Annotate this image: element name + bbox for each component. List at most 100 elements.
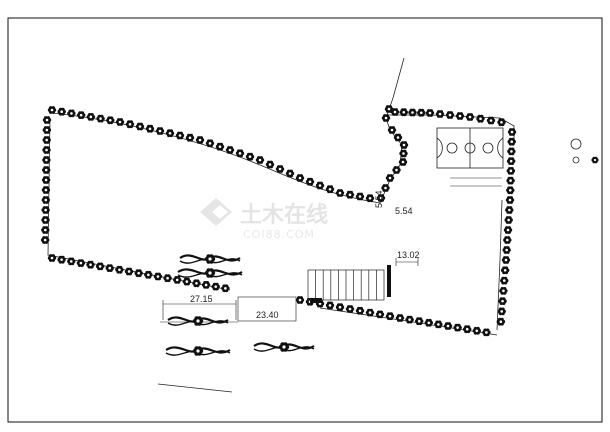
tree-symbol-icon (424, 318, 433, 327)
benches (310, 265, 391, 303)
tree-symbol-icon (57, 107, 66, 116)
tree-symbol-icon (155, 127, 165, 135)
tree-symbol-icon (497, 307, 506, 316)
tree-symbol-icon (506, 176, 515, 185)
tree-symbol-icon (498, 297, 507, 305)
tree-symbol-icon (434, 320, 443, 329)
dimension-label-3: 23.40 (256, 310, 279, 320)
watermark: 土木在线 COI88.COM (200, 198, 328, 241)
tree-symbol-icon (463, 325, 472, 334)
tree-symbol-icon (245, 152, 255, 161)
tree-symbol-icon (399, 141, 409, 149)
tree-symbol-icon (76, 259, 86, 267)
tree-symbol-icon (41, 196, 50, 204)
drawing-frame (7, 17, 603, 423)
tree-symbol-icon (42, 156, 51, 164)
tree-symbol-icon (443, 322, 453, 330)
tree-symbol-icon (192, 279, 201, 288)
tree-symbol-icon (57, 255, 66, 264)
tree-symbol-icon (335, 189, 345, 197)
dimension-13-02 (395, 258, 419, 266)
tree-symbol-icon (399, 149, 408, 158)
tree-symbol-icon (135, 122, 145, 131)
tree-symbol-icon (173, 276, 182, 284)
tree-symbol-icon (500, 276, 509, 285)
tree-symbol-icon (144, 270, 153, 279)
tree-symbol-icon (125, 120, 135, 129)
tree-symbol-icon (42, 166, 51, 174)
tree-symbol-icon (315, 181, 325, 190)
tree-symbol-icon (408, 108, 417, 117)
tree-symbol-icon (86, 260, 95, 269)
tree-symbol-icon (503, 236, 512, 244)
tree-rows (40, 105, 517, 337)
tree-symbol-icon (221, 284, 230, 293)
tree-symbol-icon (204, 254, 216, 264)
watermark-url: COI88.COM (243, 228, 315, 241)
tree-symbol-icon (335, 303, 345, 312)
tree-symbol-icon (163, 274, 172, 283)
tree-symbol-icon (355, 192, 365, 201)
dimension-label-1: 13.02 (397, 250, 420, 260)
tree-symbol-icon (425, 109, 435, 117)
tree-symbol-icon (375, 310, 385, 319)
tree-symbol-icon (505, 206, 514, 214)
tree-symbol-icon (381, 114, 391, 122)
tree-symbol-icon (95, 262, 105, 271)
tree-symbol-icon (96, 114, 105, 123)
tree-symbol-icon (453, 323, 462, 332)
tree-symbol-icon (325, 185, 335, 194)
shrub-clusters (165, 254, 315, 356)
tree-symbol-icon (106, 116, 115, 125)
tree-symbol-icon (115, 265, 124, 274)
tree-symbol-icon (472, 326, 481, 335)
tree-symbol-icon (365, 194, 375, 203)
dimension-label-4: 5.54 (395, 206, 413, 216)
tree-symbol-icon (285, 169, 295, 178)
tree-symbol-icon (42, 146, 51, 154)
tree-symbol-icon (355, 306, 365, 315)
baseline (157, 383, 233, 393)
tree-symbol-icon (278, 342, 290, 352)
tree-symbol-icon (506, 157, 516, 166)
tree-symbol-icon (497, 118, 506, 127)
tree-symbol-icon (499, 287, 508, 295)
tree-symbol-icon (182, 277, 192, 286)
tree-symbol-icon (387, 126, 397, 134)
tree-symbol-icon (41, 226, 50, 234)
tree-symbol-icon (41, 176, 51, 184)
tree-symbol-icon (201, 281, 211, 289)
tree-symbol-icon (215, 142, 225, 151)
tree-symbol-icon (124, 267, 134, 276)
tree-symbol-icon (417, 108, 426, 117)
tree-symbol-icon (40, 236, 50, 244)
tree-symbol-icon (591, 156, 599, 164)
tree-symbol-icon (500, 266, 510, 275)
tree-symbol-icon (393, 133, 403, 142)
tree-symbol-icon (390, 108, 400, 116)
tree-symbol-icon (476, 114, 485, 123)
tree-symbol-icon (204, 268, 216, 278)
tree-symbol-icon (76, 111, 86, 119)
tree-symbol-icon (192, 346, 204, 356)
tree-symbol-icon (42, 136, 51, 144)
tree-symbol-icon (345, 305, 355, 313)
tree-symbol-icon (507, 147, 516, 156)
tree-symbol-icon (305, 177, 315, 186)
tree-symbol-icon (205, 139, 215, 148)
tree-symbol-icon (405, 315, 414, 324)
tree-symbol-icon (235, 149, 245, 158)
tree-symbol-icon (42, 116, 52, 124)
tree-symbol-icon (105, 264, 114, 272)
tree-symbol-icon (381, 184, 390, 192)
tree-symbol-icon (192, 316, 204, 326)
site-boundary (47, 57, 515, 336)
dimension-label-2: 27.15 (190, 294, 213, 304)
tree-symbol-icon (165, 129, 175, 138)
tree-symbol-icon (505, 196, 515, 204)
tree-symbol-icon (265, 160, 275, 169)
tree-symbol-icon (42, 126, 52, 134)
tree-symbol-icon (455, 112, 465, 120)
